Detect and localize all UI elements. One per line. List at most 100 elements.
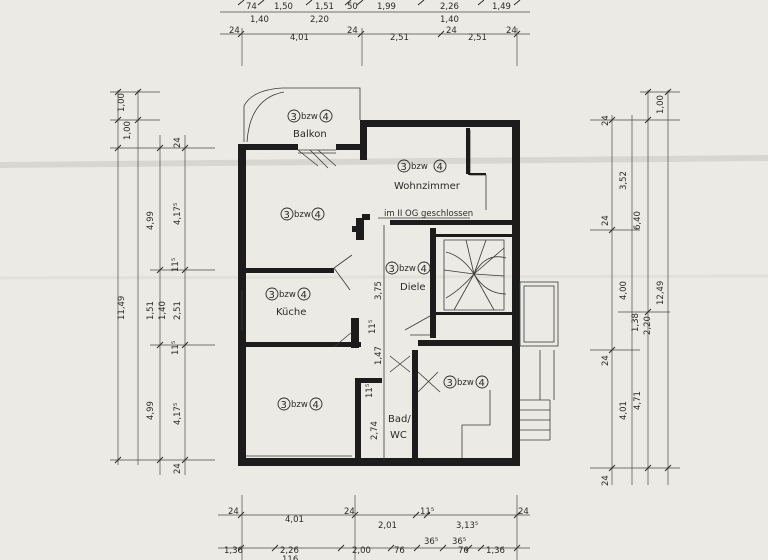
svg-text:Diele: Diele — [400, 282, 426, 293]
svg-text:3: 3 — [281, 400, 287, 411]
dim-label: 74 — [246, 2, 257, 12]
wall-stub — [469, 130, 487, 210]
dim-label: 4,17⁵ — [173, 203, 183, 225]
dim-label: 2,20 — [643, 316, 653, 335]
svg-text:4: 4 — [315, 210, 321, 221]
dim-label: 2,20 — [310, 15, 329, 25]
dim-label: 76 — [458, 546, 469, 556]
balcony-curve — [246, 91, 285, 143]
porch — [519, 281, 559, 347]
dim-label: 4,71 — [633, 391, 643, 410]
dim-label: 24 — [506, 26, 517, 36]
svg-text:4: 4 — [479, 378, 485, 389]
room-left-upper: 3 bzw 4 — [280, 207, 325, 221]
room-kueche: 3 bzw 4 Küche — [265, 287, 311, 318]
dim-label: 4,99 — [146, 211, 156, 230]
door-swing — [333, 254, 353, 291]
svg-text:Balkon: Balkon — [293, 129, 327, 140]
svg-text:bzw: bzw — [279, 290, 296, 300]
balcony-outline — [243, 87, 361, 142]
dim-label: 1,40 — [158, 301, 168, 320]
dim-label: 3,52 — [619, 171, 629, 190]
dim-label: 24 — [228, 507, 239, 517]
dim-label: 11⁵ — [171, 258, 181, 272]
door-swing — [389, 355, 411, 373]
dim-label: 4,01 — [290, 33, 309, 43]
room-wohnzimmer: 3 bzw 4 Wohnzimmer — [394, 159, 461, 192]
svg-text:4: 4 — [323, 112, 329, 123]
dim-label: 2,26 — [440, 2, 459, 12]
dim-label: 11⁵ — [368, 320, 378, 334]
dim-label: 50 — [347, 2, 358, 12]
room-balkon: 3 bzw 4 Balkon — [287, 109, 333, 140]
dim-label: 2,74 — [370, 421, 380, 440]
left-dimensions: 1,00 1,00 11,49 24 4,99 4,17⁵ 11⁵ 1,51 1… — [110, 88, 215, 475]
dim-label: 4,00 — [619, 281, 629, 300]
dim-label: 2,00 — [352, 546, 371, 556]
dim-label: 1,99 — [377, 2, 396, 12]
svg-text:4: 4 — [301, 290, 307, 301]
dim-label: 116 — [282, 555, 298, 560]
svg-text:bzw: bzw — [457, 378, 474, 388]
dim-label: 24 — [173, 137, 183, 148]
porch — [523, 285, 555, 343]
dim-label: 1,49 — [492, 2, 511, 12]
dim-label: 4,17⁵ — [173, 403, 183, 425]
right-dimensions: 24 3,52 24 4,00 1,38 24 4,01 24 1,00 6,4… — [590, 88, 680, 486]
dim-label: 24 — [601, 115, 611, 126]
svg-text:4: 4 — [437, 162, 443, 173]
dim-label: 1,00 — [656, 95, 666, 114]
bad-wc-label: Bad/ — [388, 414, 411, 425]
dim-label: 2,51 — [390, 33, 409, 43]
svg-text:Wohnzimmer: Wohnzimmer — [394, 181, 461, 192]
svg-text:3: 3 — [401, 162, 407, 173]
dim-label: 1,40 — [250, 15, 269, 25]
svg-text:4: 4 — [313, 400, 319, 411]
dim-label: 24 — [173, 463, 183, 474]
dim-label: 1,00 — [123, 121, 133, 140]
room-left-lower: 3 bzw 4 — [277, 397, 323, 411]
door-swing — [461, 390, 491, 458]
dim-label: 11,49 — [117, 296, 127, 320]
exterior-steps — [520, 350, 555, 441]
svg-text:3: 3 — [389, 264, 395, 275]
dim-label: 1,51 — [146, 301, 156, 320]
svg-text:bzw: bzw — [294, 210, 311, 220]
dim-label: 3,75 — [374, 281, 384, 300]
door-swing — [404, 315, 431, 336]
dim-label: 24 — [518, 507, 529, 517]
dim-label: 24 — [344, 507, 355, 517]
dim-label: 11⁵ — [365, 384, 375, 398]
dim-label: 2,51 — [468, 33, 487, 43]
dim-label: 2,01 — [378, 521, 397, 531]
dim-label: 11⁵ — [420, 507, 434, 517]
dim-label: 24 — [601, 355, 611, 366]
dim-label: 24 — [229, 26, 240, 36]
svg-text:bzw: bzw — [291, 400, 308, 410]
dim-label: 1,47 — [374, 346, 384, 365]
dim-label: 4,99 — [146, 401, 156, 420]
svg-text:3: 3 — [291, 112, 297, 123]
dim-label: 11⁵ — [171, 341, 181, 355]
bottom-dimensions: 24 4,01 24 2,01 11⁵ 3,13⁵ 24 1,36 2,26 2… — [218, 495, 530, 560]
staircase — [443, 239, 507, 311]
svg-text:3: 3 — [269, 290, 275, 301]
door-swing — [333, 331, 353, 348]
closed-note: im II OG geschlossen — [384, 209, 473, 219]
svg-text:3: 3 — [447, 378, 453, 389]
dim-label: 1,38 — [631, 313, 641, 332]
dim-label: 76 — [394, 546, 405, 556]
dim-label: 36⁵ — [452, 537, 466, 547]
dim-label: 1,51 — [315, 2, 334, 12]
dim-label: 4,01 — [619, 401, 629, 420]
dim-label: 24 — [446, 26, 457, 36]
room-right-lower: 3 bzw 4 — [443, 375, 489, 389]
dim-label: 6,40 — [633, 211, 643, 230]
dim-label: 2,26 — [280, 546, 299, 556]
dim-label: 1,36 — [224, 546, 243, 556]
dim-label: 24 — [601, 475, 611, 486]
dim-label: 24 — [347, 26, 358, 36]
svg-text:bzw: bzw — [301, 112, 318, 122]
dim-label: 1,40 — [440, 15, 459, 25]
dim-label: 36⁵ — [424, 537, 438, 547]
